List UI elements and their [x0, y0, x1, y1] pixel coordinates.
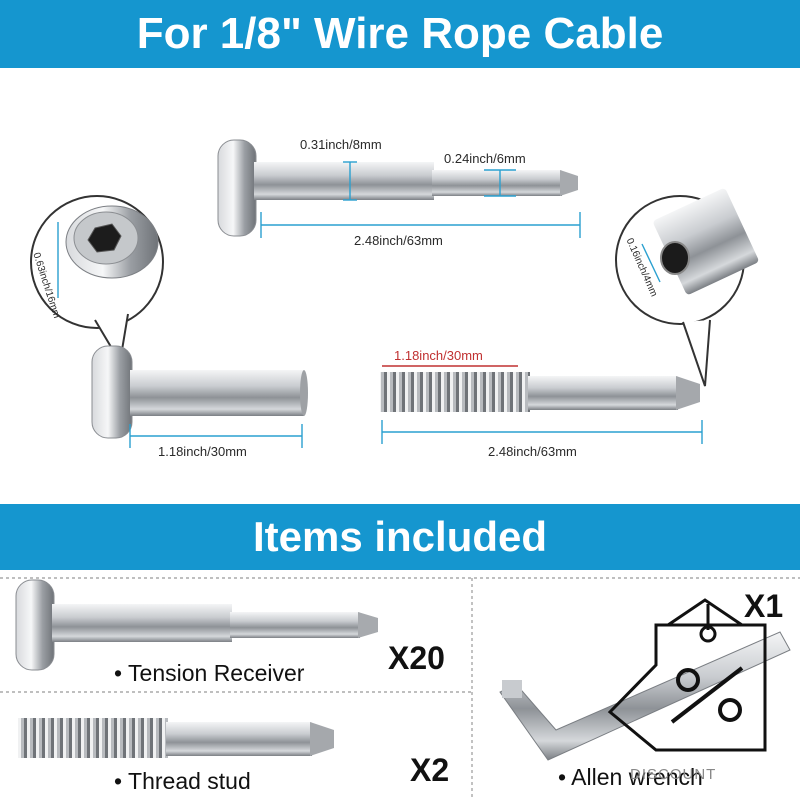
item-label-thread-stud: • Thread stud: [114, 768, 251, 794]
dimension-lines-stud: [381, 365, 703, 444]
receiver-head-dia-label: 0.31inch/8mm: [300, 137, 382, 152]
dimension-lines-short: [129, 424, 303, 448]
stud-thread-length-label: 1.18inch/30mm: [394, 348, 483, 363]
section-dividers: [0, 577, 800, 800]
item-tension-receiver-image: [15, 579, 378, 671]
header-title: For 1/8" Wire Rope Cable: [136, 9, 664, 58]
item-qty-tension-receiver: X20: [388, 640, 445, 676]
receiver-short-length-label: 1.18inch/30mm: [158, 444, 247, 459]
watermark-text: DISCOUNT: [630, 766, 717, 783]
thread-stud-mid: [380, 372, 700, 412]
head-detail-bubble: [30, 195, 164, 365]
receiver-tip-dia-label: 0.24inch/6mm: [444, 151, 526, 166]
dimension-lines-top: [260, 161, 581, 238]
percent-icon: [670, 666, 744, 724]
discount-tag-icon: [607, 598, 767, 752]
stud-length-label: 2.48inch/63mm: [488, 444, 577, 459]
item-qty-allen-wrench: X1: [744, 588, 784, 624]
item-label-tension-receiver: • Tension Receiver: [114, 660, 305, 686]
items-banner: Items included: [0, 504, 800, 570]
tension-receiver-top: [217, 139, 578, 237]
item-thread-stud-image: [18, 718, 334, 758]
item-qty-thread-stud: X2: [410, 752, 450, 788]
item-label-allen-wrench: • Allen wrench: [558, 764, 703, 790]
items-title: Items included: [252, 513, 548, 560]
header-banner: For 1/8" Wire Rope Cable: [0, 0, 800, 68]
tension-receiver-short: [91, 345, 308, 439]
item-allen-wrench-image: [499, 631, 791, 761]
receiver-length-label: 2.48inch/63mm: [354, 233, 443, 248]
tip-detail-bubble: [615, 188, 759, 387]
